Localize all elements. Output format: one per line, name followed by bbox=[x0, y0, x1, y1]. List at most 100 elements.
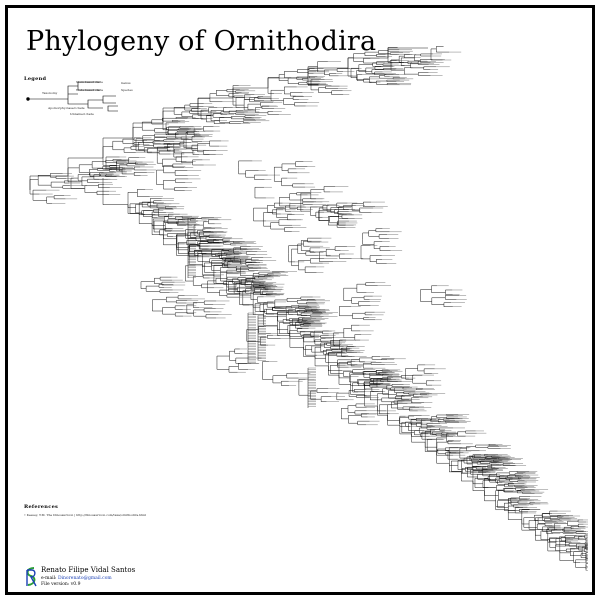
clade-branch bbox=[202, 276, 210, 279]
clade-branch bbox=[216, 93, 229, 96]
clade-branch bbox=[203, 150, 217, 152]
clade-branch bbox=[357, 379, 371, 382]
clade-branch bbox=[347, 361, 356, 364]
clade-branch bbox=[121, 170, 135, 175]
clade-branch bbox=[267, 77, 280, 86]
clade-branch bbox=[424, 431, 432, 439]
clade-branch bbox=[164, 222, 179, 226]
clade-branch bbox=[379, 76, 394, 79]
clade-branch bbox=[177, 223, 187, 226]
clade-branch bbox=[165, 122, 179, 129]
clade-branch bbox=[137, 192, 150, 197]
clade-branch bbox=[350, 384, 365, 395]
clade-branch bbox=[260, 341, 269, 346]
clade-branch bbox=[192, 162, 204, 166]
clade-branch bbox=[310, 315, 324, 317]
clade-branch bbox=[437, 450, 446, 454]
clade-branch bbox=[205, 236, 214, 239]
clade-branch bbox=[154, 135, 166, 138]
clade-branch bbox=[318, 210, 331, 216]
clade-branch bbox=[291, 306, 299, 308]
clade-branch bbox=[247, 264, 255, 267]
clade-branch bbox=[191, 139, 203, 142]
clade-branch bbox=[243, 118, 256, 120]
cladogram-tree bbox=[29, 46, 588, 571]
clade-branch bbox=[89, 172, 101, 176]
clade-branch bbox=[566, 550, 573, 552]
clade-branch bbox=[584, 542, 586, 544]
clade-branch bbox=[351, 297, 365, 301]
clade-branch bbox=[392, 77, 400, 79]
clade-branch bbox=[528, 520, 539, 524]
clade-branch bbox=[484, 454, 498, 456]
clade-branch bbox=[369, 374, 381, 378]
clade-branch bbox=[534, 514, 543, 518]
clade-branch bbox=[232, 85, 239, 96]
clade-branch bbox=[112, 159, 122, 161]
clade-branch bbox=[166, 299, 177, 303]
clade-branch bbox=[176, 301, 187, 304]
clade-branch bbox=[176, 243, 189, 251]
clade-branch bbox=[541, 513, 552, 516]
clade-branch bbox=[286, 373, 298, 376]
clade-branch bbox=[278, 77, 289, 81]
clade-branch bbox=[432, 433, 445, 435]
clade-branch bbox=[310, 189, 325, 194]
clade-branch bbox=[445, 451, 451, 454]
clade-branch bbox=[333, 338, 340, 346]
clade-branch bbox=[310, 79, 325, 84]
clade-branch bbox=[470, 469, 482, 472]
clade-branch bbox=[159, 276, 172, 279]
clade-branch bbox=[448, 447, 463, 451]
clade-branch bbox=[416, 418, 429, 420]
clade-branch bbox=[363, 78, 369, 81]
clade-branch bbox=[376, 261, 387, 264]
clade-branch bbox=[491, 466, 499, 469]
clade-branch bbox=[475, 444, 489, 447]
clade-branch bbox=[191, 108, 201, 111]
clade-branch bbox=[447, 440, 454, 443]
clade-branch bbox=[228, 249, 235, 251]
clade-branch bbox=[133, 172, 147, 174]
clade-branch bbox=[338, 371, 350, 379]
clade-branch bbox=[521, 509, 530, 516]
clade-branch bbox=[202, 260, 212, 267]
clade-branch bbox=[272, 307, 281, 310]
clade-branch bbox=[558, 518, 570, 520]
clade-branch bbox=[219, 292, 227, 296]
clade-branch bbox=[495, 490, 503, 497]
clade-branch bbox=[303, 324, 312, 326]
clade-branch bbox=[98, 185, 110, 188]
clade-branch bbox=[496, 485, 505, 488]
clade-branch bbox=[343, 294, 352, 301]
clade-branch bbox=[325, 358, 338, 363]
clade-branch bbox=[409, 407, 420, 410]
clade-branch bbox=[298, 309, 312, 311]
clade-branch bbox=[254, 303, 262, 308]
clade-branch bbox=[461, 467, 468, 474]
clade-branch bbox=[292, 322, 301, 326]
clade-branch bbox=[203, 309, 211, 313]
clade-branch bbox=[482, 468, 492, 469]
clade-branch bbox=[234, 348, 240, 352]
clade-branch bbox=[310, 258, 325, 261]
clade-branch bbox=[174, 151, 185, 154]
author-email[interactable]: Dinorenato@gmail.com bbox=[57, 576, 112, 581]
clade-branch bbox=[197, 251, 212, 257]
clade-branch bbox=[509, 480, 518, 482]
clade-branch bbox=[488, 445, 499, 446]
clade-branch bbox=[387, 411, 400, 421]
clade-branch bbox=[96, 192, 110, 195]
author-email-prefix: e-mail: bbox=[41, 576, 57, 581]
clade-branch bbox=[235, 110, 244, 112]
clade-branch bbox=[265, 293, 277, 295]
clade-branch bbox=[431, 416, 437, 420]
clade-branch bbox=[370, 363, 385, 365]
clade-branch bbox=[78, 167, 90, 173]
clade-branch bbox=[486, 457, 501, 459]
clade-branch bbox=[386, 84, 400, 86]
clade-branch bbox=[197, 106, 212, 116]
clade-branch bbox=[470, 458, 479, 460]
clade-branch bbox=[286, 375, 299, 379]
clade-branch bbox=[292, 183, 305, 186]
